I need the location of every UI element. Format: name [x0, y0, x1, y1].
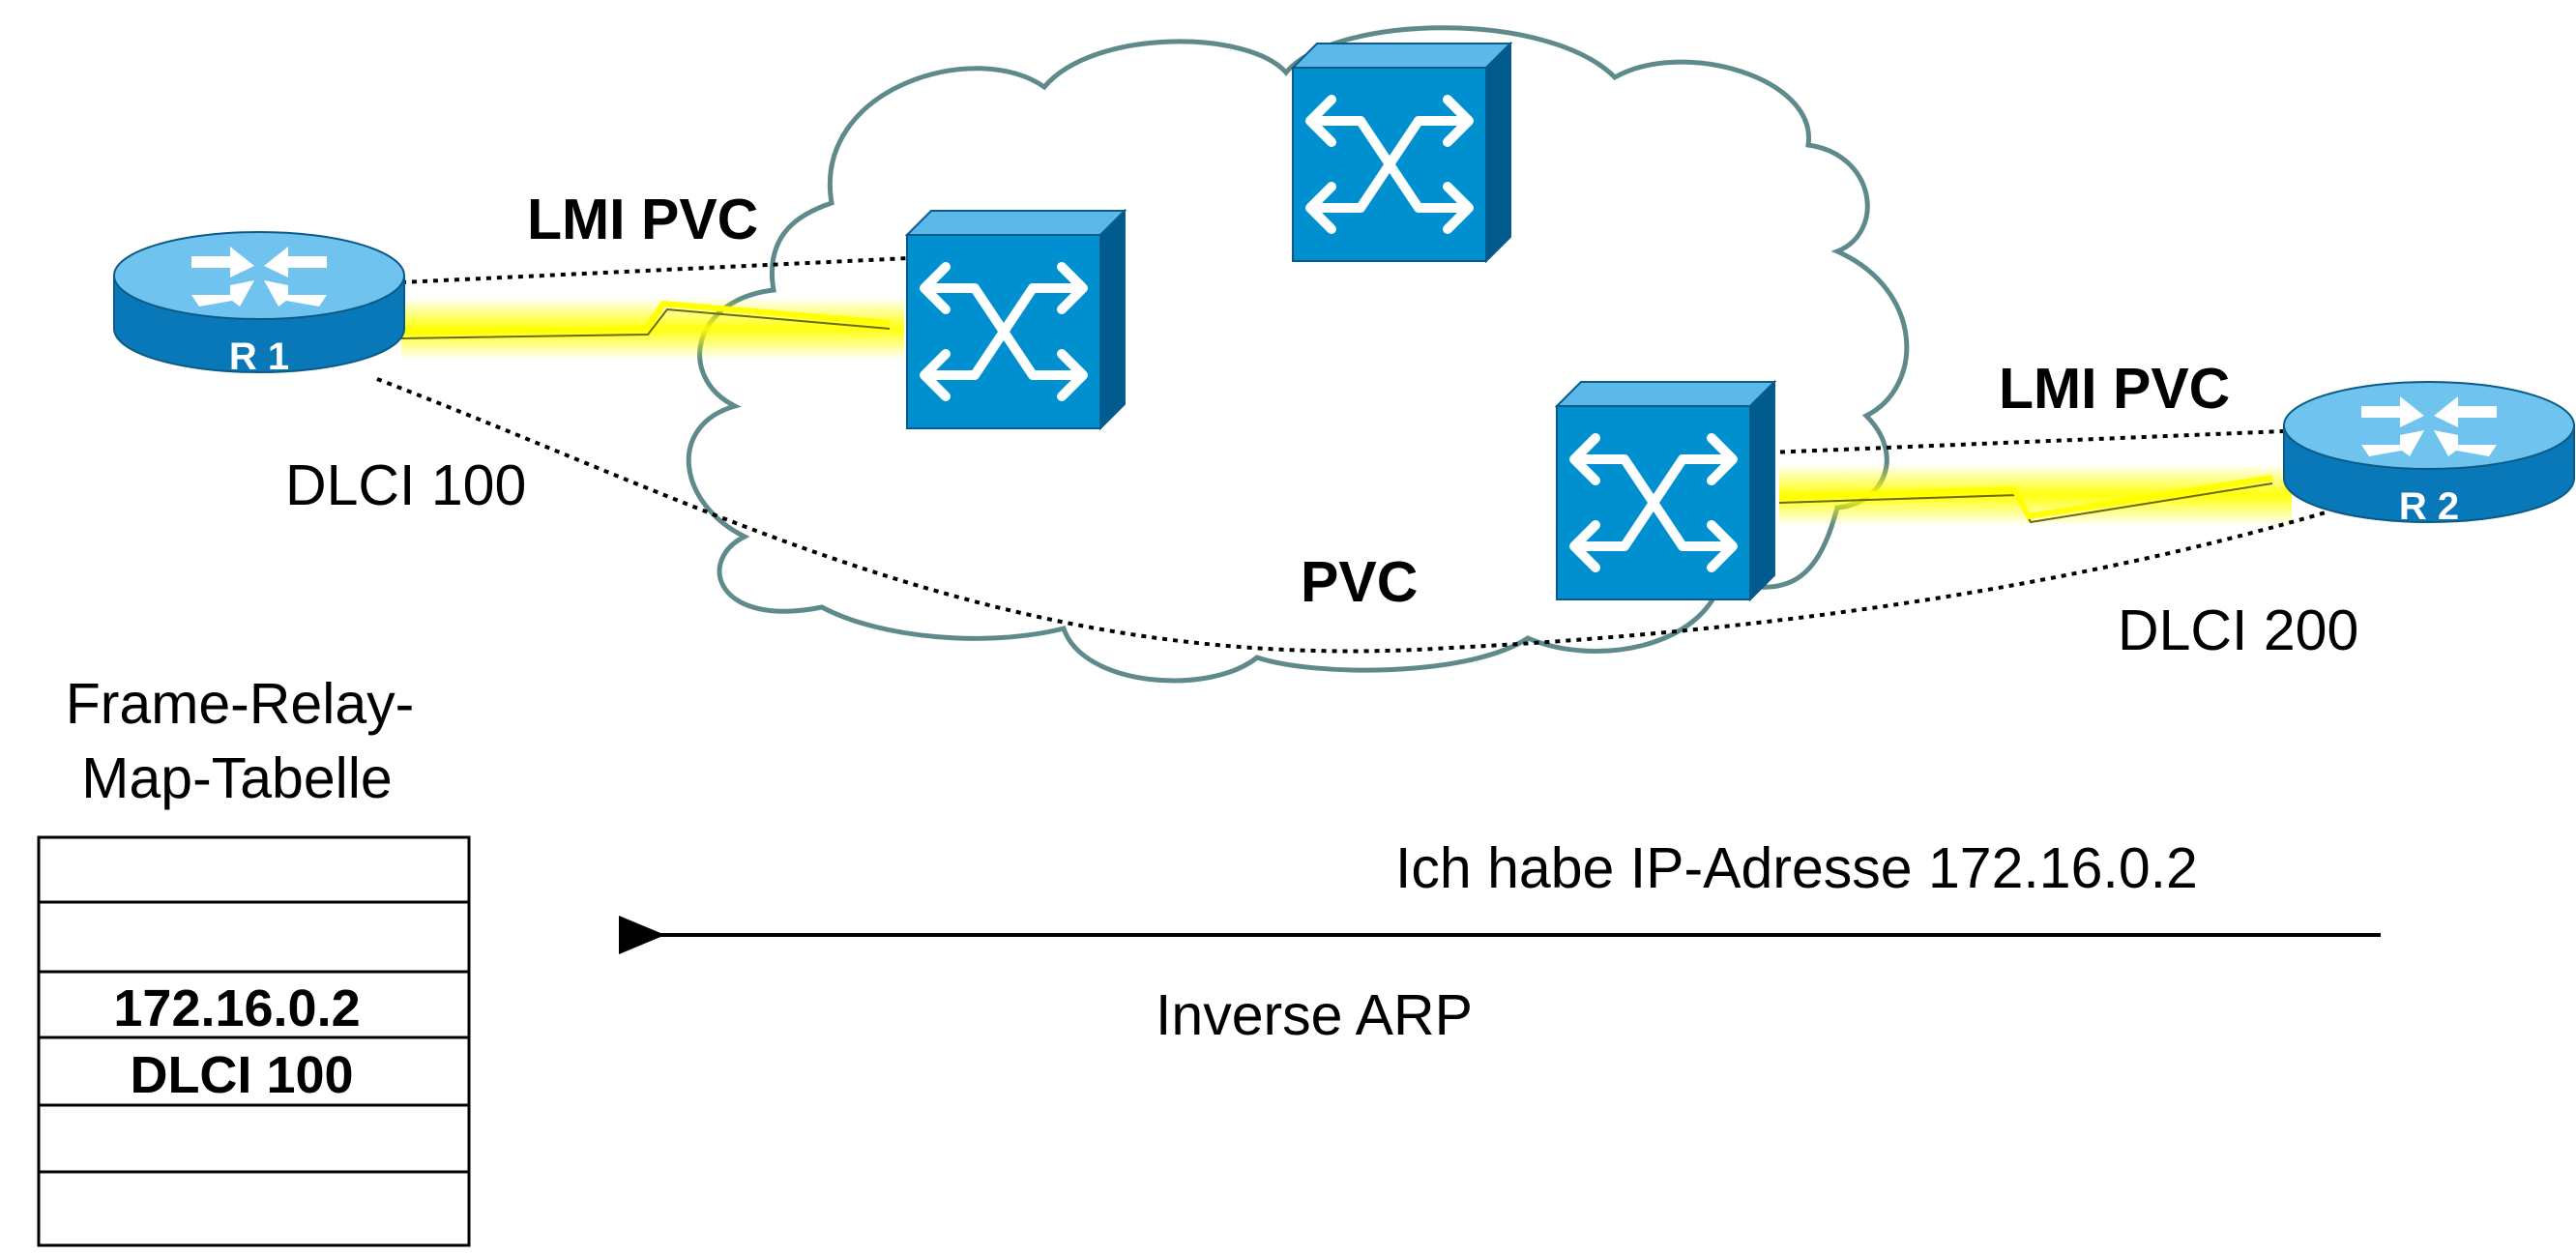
router-arrows-icon	[191, 247, 327, 306]
router-r2-label: R 2	[2399, 485, 2459, 528]
message-label: Ich habe IP-Adresse 172.16.0.2	[1395, 836, 2198, 900]
pvc-line	[376, 377, 2327, 654]
table-title-line1: Frame-Relay-	[66, 672, 415, 736]
serial-link-right	[1778, 464, 2292, 526]
lmi-pvc-line-right	[1769, 429, 2285, 454]
router-r1: R 1	[113, 231, 405, 378]
frame-relay-map-table	[37, 835, 471, 1247]
lmi-pvc-label-left: LMI PVC	[527, 188, 758, 251]
router-r2: R 2	[2283, 381, 2575, 528]
table-title-line2: Map-Tabelle	[81, 746, 392, 810]
inverse-arp-label: Inverse ARP	[1156, 983, 1473, 1047]
table-cell-dlci: DLCI 100	[130, 1046, 353, 1104]
router-arrows-icon	[2361, 396, 2497, 456]
table-cell-ip: 172.16.0.2	[113, 979, 360, 1037]
serial-link-left	[400, 298, 904, 360]
pvc-label: PVC	[1301, 550, 1418, 614]
router-r1-label: R 1	[229, 336, 289, 378]
frame-relay-switch-top	[1293, 44, 1510, 261]
lmi-pvc-label-right: LMI PVC	[1999, 357, 2230, 421]
dlci-label-right: DLCI 200	[2118, 598, 2358, 662]
dlci-label-left: DLCI 100	[285, 453, 526, 517]
frame-relay-switch-right	[1557, 382, 1774, 599]
frame-relay-switch-left	[907, 211, 1125, 428]
